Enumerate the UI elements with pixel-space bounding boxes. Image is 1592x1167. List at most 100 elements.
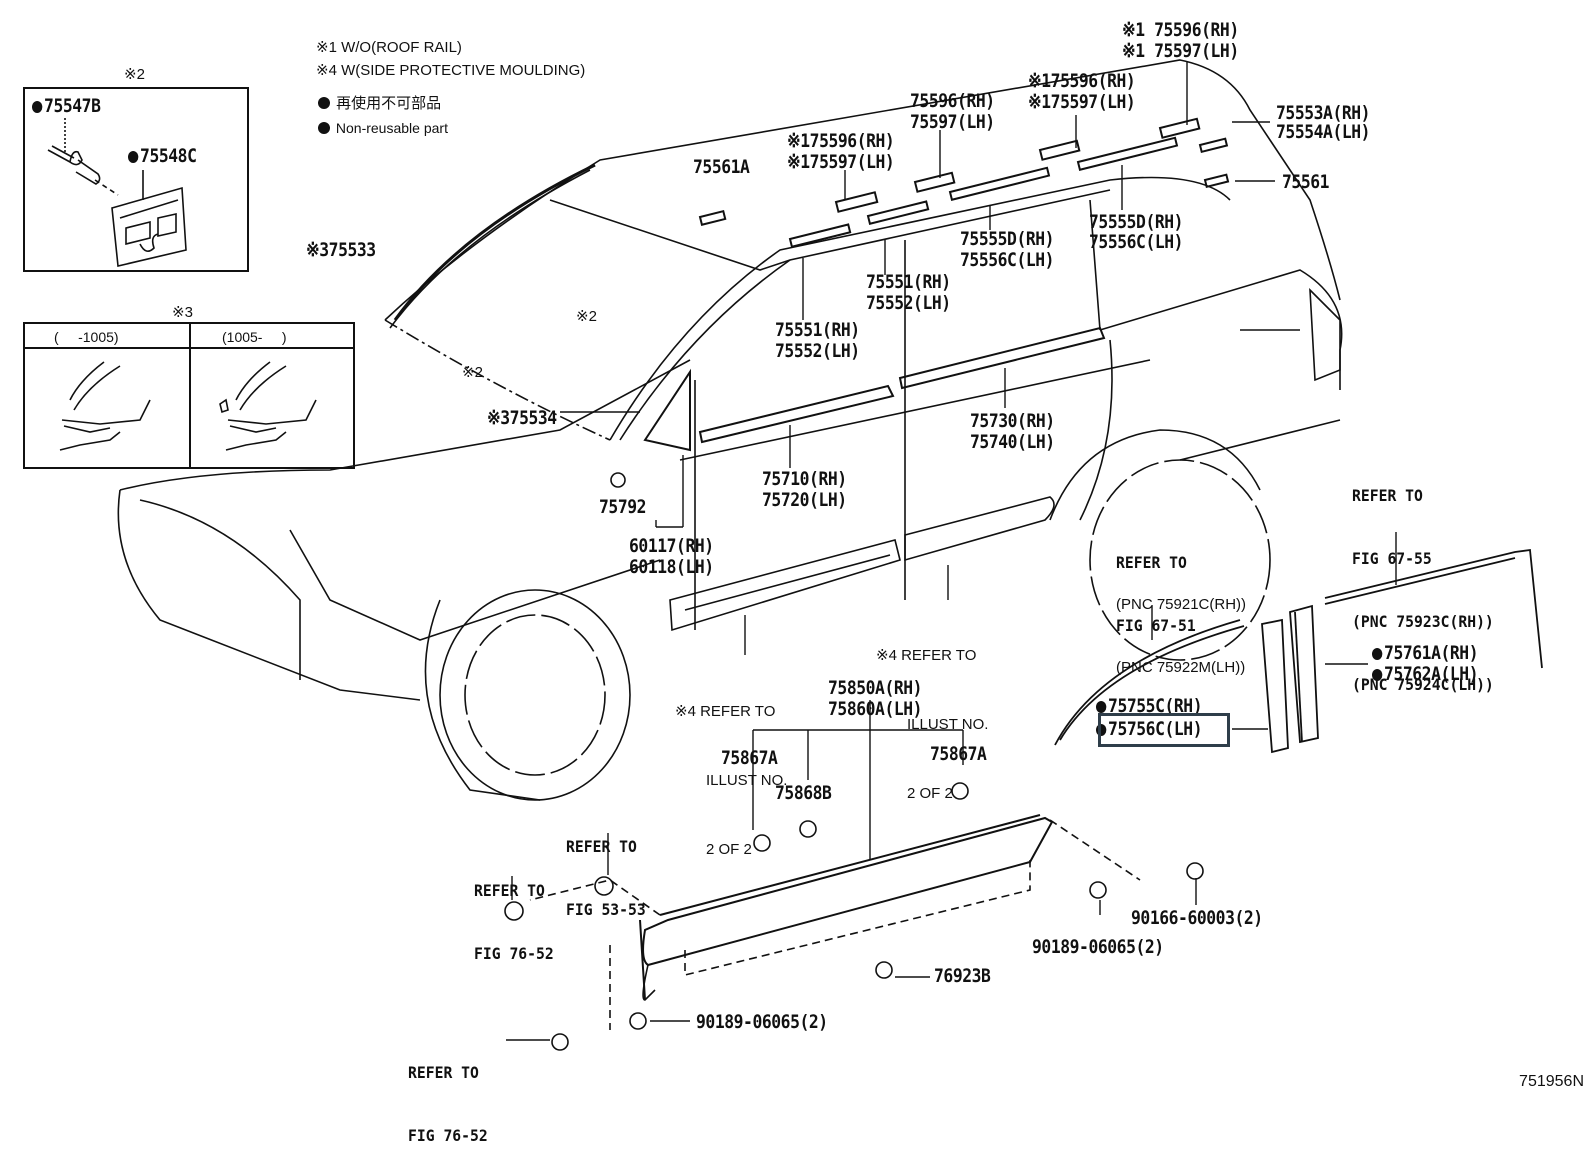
ref-line: ILLUST NO.	[907, 716, 989, 733]
part-75553A[interactable]: 75553A(RH)	[1276, 102, 1371, 124]
part-75792[interactable]: 75792	[599, 496, 647, 518]
inset-variant-col1: ( -1005)	[54, 329, 119, 345]
part-75552-lh-b[interactable]: 75552(LH)	[775, 340, 860, 362]
refer-fig-67-55[interactable]: REFER TO FIG 67-55 (PNC 75923C(RH)) (PNC…	[1352, 443, 1494, 716]
part-75597-lh-b[interactable]: 75597(LH)	[910, 111, 995, 133]
fasteners	[504, 472, 1204, 1051]
part-75596-rh-d[interactable]: ※1 75596(RH)	[1122, 19, 1239, 41]
part-75867A-left[interactable]: 75867A	[721, 747, 778, 769]
part-75762A-text: 75762A(LH)	[1384, 663, 1479, 685]
roof-moulding-pieces	[698, 117, 1230, 248]
non-reusable-dot-icon	[318, 97, 330, 109]
ref-line: ILLUST NO.	[706, 772, 788, 789]
ref-line: (PNC 75921C(RH))	[1116, 596, 1247, 613]
mark-2-b: ※2	[576, 308, 597, 325]
refer-illust-2-of-2-upper[interactable]: ※4 REFER TO ILLUST NO. 2 OF 2	[876, 598, 988, 828]
part-90189-06065-right[interactable]: 90189-06065(2)	[1032, 936, 1164, 958]
side-protective-mouldings	[669, 496, 1055, 632]
part-75730[interactable]: 75730(RH)	[970, 410, 1055, 432]
part-75710[interactable]: 75710(RH)	[762, 468, 847, 490]
non-reusable-dot-icon	[318, 122, 330, 134]
ref-line: 2 OF 2	[907, 785, 953, 802]
part-75551-rh-b[interactable]: 75551(RH)	[775, 319, 860, 341]
part-75755C-text: 75755C(RH)	[1108, 695, 1203, 717]
refer-illust-2-of-2-lower[interactable]: ※4 REFER TO ILLUST NO. 2 OF 2	[675, 654, 787, 884]
inset-variant-col2: (1005- )	[222, 329, 287, 345]
part-75597-lh-a[interactable]: ※175597(LH)	[787, 151, 895, 173]
non-reusable-dot-icon	[1372, 669, 1383, 681]
legend-jp-text: 再使用不可部品	[336, 95, 442, 112]
ref-line: (PNC 75924C(LH))	[1352, 675, 1494, 694]
ref-line: ※4 REFER TO	[675, 703, 776, 720]
ref-line: FIG 76-52	[474, 944, 554, 963]
non-reusable-dot-icon	[1096, 701, 1107, 713]
refer-fig-53-53[interactable]: REFER TO FIG 53-53	[566, 794, 646, 941]
ref-line: REFER TO	[1352, 486, 1423, 505]
part-75720[interactable]: 75720(LH)	[762, 489, 847, 511]
non-reusable-dot-icon	[1096, 724, 1107, 736]
part-75556C-lh-a[interactable]: 75556C(LH)	[1089, 231, 1184, 253]
part-90189-06065-bottom[interactable]: 90189-06065(2)	[696, 1011, 828, 1033]
ref-line: REFER TO	[408, 1063, 479, 1082]
part-75850A[interactable]: 75850A(RH)	[828, 677, 923, 699]
part-75596-rh-a[interactable]: ※175596(RH)	[787, 130, 895, 152]
rear-door-mouldings	[1054, 548, 1543, 754]
ref-line: REFER TO	[566, 837, 637, 856]
ref-line: FIG 67-51	[1116, 616, 1196, 635]
part-75755C[interactable]: 75755C(RH)	[1096, 695, 1203, 717]
note-w-o-roof-rail: ※1 W/O(ROOF RAIL)	[316, 39, 462, 56]
non-reusable-dot-icon	[32, 101, 43, 113]
highlight-box-75756C[interactable]	[1098, 713, 1230, 747]
part-60117[interactable]: 60117(RH)	[629, 535, 714, 557]
part-75561A[interactable]: 75561A	[693, 156, 750, 178]
inset-clip-box	[23, 87, 249, 272]
part-90166-60003[interactable]: 90166-60003(2)	[1131, 907, 1263, 929]
part-75548C-text: 75548C	[140, 145, 197, 167]
mark-2-a: ※2	[462, 364, 483, 381]
part-75761A[interactable]: 75761A(RH)	[1372, 642, 1479, 664]
part-75868B[interactable]: 75868B	[775, 782, 832, 804]
ref-line: 2 OF 2	[706, 841, 752, 858]
part-75597-lh-d[interactable]: ※1 75597(LH)	[1122, 40, 1239, 62]
legend-en-text: Non-reusable part	[335, 120, 448, 136]
ref-line: FIG 76-52	[408, 1126, 488, 1145]
part-75756C[interactable]: 75756C(LH)	[1096, 719, 1203, 740]
part-75547B[interactable]: 75547B	[32, 95, 101, 117]
part-75561[interactable]: 75561	[1282, 171, 1330, 193]
part-75554A[interactable]: 75554A(LH)	[1276, 121, 1371, 143]
part-75740[interactable]: 75740(LH)	[970, 431, 1055, 453]
part-75867A-right[interactable]: 75867A	[930, 743, 987, 765]
refer-fig-67-51[interactable]: REFER TO FIG 67-51	[1116, 510, 1196, 657]
refer-fig-76-52-upper[interactable]: REFER TO FIG 76-52	[474, 838, 554, 985]
part-75762A[interactable]: 75762A(LH)	[1372, 663, 1479, 685]
part-75860A[interactable]: 75860A(LH)	[828, 698, 923, 720]
part-75533[interactable]: ※375533	[306, 239, 376, 261]
part-75548C[interactable]: 75548C	[128, 145, 197, 167]
front-wheel	[439, 589, 631, 801]
refer-fig-76-52-lower[interactable]: REFER TO FIG 76-52	[408, 1020, 488, 1167]
ref-line: REFER TO	[474, 881, 545, 900]
part-75556C-lh-b[interactable]: 75556C(LH)	[960, 249, 1055, 271]
part-75761A-text: 75761A(RH)	[1384, 642, 1479, 664]
part-75555D-rh-b[interactable]: 75555D(RH)	[960, 228, 1055, 250]
part-75551-rh-a[interactable]: 75551(RH)	[866, 271, 951, 293]
ref-line: FIG 67-55	[1352, 549, 1432, 568]
refer-fig-67-51-pnc: (PNC 75921C(RH)) (PNC 75922M(LH))	[1116, 552, 1246, 699]
part-75552-lh-a[interactable]: 75552(LH)	[866, 292, 951, 314]
part-76923B[interactable]: 76923B	[934, 965, 991, 987]
ref-line: (PNC 75922M(LH))	[1116, 659, 1246, 676]
clip-75548C-shape	[111, 170, 187, 267]
ref-line: ※4 REFER TO	[876, 647, 977, 664]
part-60118[interactable]: 60118(LH)	[629, 556, 714, 578]
part-75547B-text: 75547B	[44, 95, 101, 117]
ref-line: FIG 53-53	[566, 900, 646, 919]
roof-outline	[384, 59, 1341, 321]
part-75534[interactable]: ※375534	[487, 407, 557, 429]
belt-mouldings	[698, 326, 1106, 444]
ref-line: (PNC 75923C(RH))	[1352, 612, 1494, 631]
part-75597-lh-c[interactable]: ※175597(LH)	[1028, 91, 1136, 113]
part-75596-rh-c[interactable]: ※175596(RH)	[1028, 70, 1136, 92]
part-75596-rh-b[interactable]: 75596(RH)	[910, 90, 995, 112]
part-75555D-rh-a[interactable]: 75555D(RH)	[1089, 211, 1184, 233]
non-reusable-dot-icon	[1372, 648, 1383, 660]
